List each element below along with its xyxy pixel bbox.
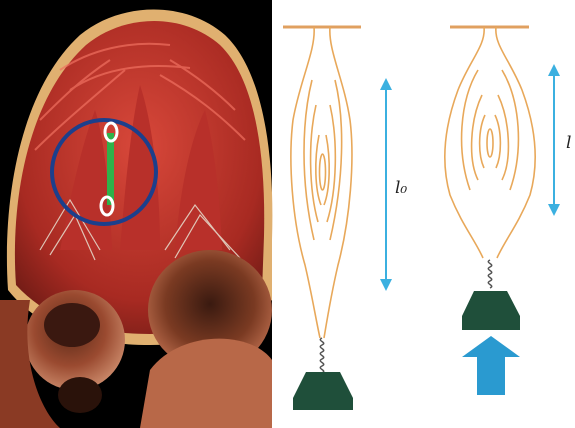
contracted-muscle-diagram: l (445, 27, 572, 395)
weight-resting (293, 372, 353, 410)
length-arrow-contracted (548, 64, 560, 216)
resting-muscle-diagram: l₀ (283, 27, 407, 410)
push-up-arrow (462, 336, 520, 395)
spring-resting (320, 338, 323, 373)
weight-contracted (462, 291, 520, 330)
marker-bar (107, 133, 114, 205)
resting-length-label: l₀ (395, 178, 407, 198)
heart-illustration (0, 0, 272, 428)
length-arrow-resting (380, 78, 392, 291)
spring-contracted (488, 260, 491, 288)
contracted-length-label: l (566, 133, 571, 153)
